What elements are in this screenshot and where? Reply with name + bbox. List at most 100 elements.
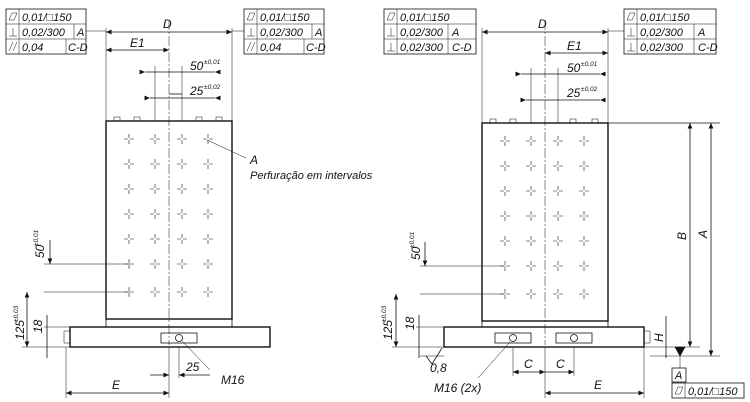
right-hole-grid bbox=[500, 136, 589, 299]
drill-hole-mark bbox=[526, 289, 536, 299]
right-datum-box: A bbox=[671, 367, 687, 383]
drill-hole-mark bbox=[203, 184, 213, 194]
left-dim-D: D bbox=[163, 17, 172, 31]
left-fcf-r2-tol: 0,02/300 bbox=[260, 27, 304, 39]
drill-hole-mark bbox=[150, 184, 160, 194]
right-tol-50: ±0,01 bbox=[581, 61, 598, 68]
left-top-slots bbox=[113, 116, 223, 122]
right-dim-125: 125 bbox=[381, 320, 395, 340]
right-fcf-r2-tol: 0,02/300 bbox=[640, 27, 684, 39]
drill-hole-mark bbox=[203, 234, 213, 244]
drill-hole-mark bbox=[553, 161, 563, 171]
drill-hole-mark bbox=[124, 134, 134, 144]
drill-hole-mark bbox=[579, 261, 589, 271]
left-tol-50-vert: ±0,01 bbox=[33, 229, 40, 246]
drill-hole-mark bbox=[500, 136, 510, 146]
perpendicularity-icon bbox=[627, 28, 635, 37]
perpendicularity-icon bbox=[247, 28, 255, 37]
right-fcf2-tol: 0,02/300 bbox=[400, 27, 444, 39]
right-dim-25: 25 bbox=[566, 86, 581, 100]
drill-hole-mark bbox=[553, 289, 563, 299]
left-dim-50-vert: 50 bbox=[33, 244, 47, 258]
flatness-icon bbox=[674, 386, 684, 395]
right-m16-hole-1 bbox=[509, 334, 517, 342]
left-base-slot bbox=[160, 332, 198, 344]
right-dim-C1: C bbox=[524, 357, 533, 371]
parallelism-icon bbox=[246, 41, 256, 52]
drill-hole-mark bbox=[203, 134, 213, 144]
perpendicularity-icon bbox=[9, 28, 17, 37]
right-fcf2-datum: A bbox=[451, 27, 459, 39]
right-fcf-r1-tol: 0,01/□150 bbox=[640, 12, 690, 24]
right-dim-50-vert: 50 bbox=[409, 246, 423, 260]
drill-hole-mark bbox=[177, 134, 187, 144]
right-fcf1-tol: 0,01/□150 bbox=[400, 12, 450, 24]
left-dim-125: 125 bbox=[13, 320, 27, 340]
perpendicularity-icon bbox=[387, 43, 395, 52]
drill-hole-mark bbox=[124, 209, 134, 219]
right-dim-B: B bbox=[675, 232, 689, 240]
right-fcf-r3-datum: C-D bbox=[698, 42, 718, 54]
left-fcf-r2-datum: A bbox=[314, 27, 322, 39]
left-dim-25: 25 bbox=[189, 84, 204, 98]
left-callout-A: A bbox=[249, 153, 258, 167]
left-fcf2-tol: 0,02/300 bbox=[22, 27, 66, 39]
flatness-icon bbox=[626, 12, 636, 21]
right-m16-hole-2 bbox=[570, 334, 578, 342]
drill-hole-mark bbox=[526, 136, 536, 146]
left-fcf-r3-tol: 0,04 bbox=[260, 42, 281, 54]
drill-hole-mark bbox=[203, 287, 213, 297]
drill-hole-mark bbox=[177, 209, 187, 219]
right-dim-E: E bbox=[594, 378, 603, 392]
drill-hole-mark bbox=[553, 211, 563, 221]
flatness-icon bbox=[8, 12, 18, 21]
drill-hole-mark bbox=[579, 161, 589, 171]
drill-hole-mark bbox=[553, 261, 563, 271]
datum-triangle-icon bbox=[674, 346, 686, 357]
left-view: D E1 50 ±0,01 25 ±0,02 A Perfuração em i… bbox=[5, 8, 373, 398]
left-fcf1-tol: 0,01/□150 bbox=[22, 12, 72, 24]
drill-hole-mark bbox=[579, 186, 589, 196]
drill-hole-mark bbox=[177, 234, 187, 244]
right-dim-A: A bbox=[696, 230, 710, 239]
drill-hole-mark bbox=[177, 287, 187, 297]
roughness-icon bbox=[425, 347, 443, 365]
drill-hole-mark bbox=[124, 234, 134, 244]
right-view: D E1 50 ±0,01 25 ±0,02 B A H 50 ±0,01 bbox=[381, 8, 745, 399]
flatness-icon bbox=[246, 12, 256, 21]
drill-hole-mark bbox=[177, 259, 187, 269]
right-top-slots bbox=[489, 118, 599, 124]
drill-hole-mark bbox=[553, 136, 563, 146]
drill-hole-mark bbox=[150, 259, 160, 269]
right-fcf-r3-tol: 0,02/300 bbox=[640, 42, 684, 54]
drill-hole-mark bbox=[150, 134, 160, 144]
right-dim-D: D bbox=[538, 17, 547, 31]
drill-hole-mark bbox=[526, 211, 536, 221]
left-dim-25-bottom: 25 bbox=[185, 360, 200, 374]
flatness-icon bbox=[386, 12, 396, 21]
left-tol-25: ±0,02 bbox=[204, 84, 221, 91]
right-fcf-r2-datum: A bbox=[697, 27, 705, 39]
right-roughness: 0,8 bbox=[430, 361, 447, 375]
left-fcf3-tol: 0,04 bbox=[22, 42, 43, 54]
perpendicularity-icon bbox=[627, 43, 635, 52]
perpendicularity-icon bbox=[387, 28, 395, 37]
left-dim-18: 18 bbox=[31, 319, 45, 333]
right-base-slot-2 bbox=[555, 332, 593, 344]
drill-hole-mark bbox=[553, 236, 563, 246]
right-fcf3-datum: C-D bbox=[452, 42, 472, 54]
parallelism-icon bbox=[8, 41, 18, 52]
right-dim-18: 18 bbox=[403, 316, 417, 330]
left-fcf-r1-tol: 0,01/□150 bbox=[260, 12, 310, 24]
right-fcf3-tol: 0,02/300 bbox=[400, 42, 444, 54]
right-tol-50-vert: ±0,01 bbox=[409, 231, 416, 248]
left-thread-label: M16 bbox=[221, 373, 245, 387]
drill-hole-mark bbox=[203, 209, 213, 219]
right-dim-50: 50 bbox=[567, 61, 581, 75]
drill-hole-mark bbox=[150, 209, 160, 219]
drill-hole-mark bbox=[579, 289, 589, 299]
left-fcf2-datum: A bbox=[76, 27, 84, 39]
right-dim-H: H bbox=[652, 333, 666, 342]
drill-hole-mark bbox=[150, 287, 160, 297]
drill-hole-mark bbox=[500, 236, 510, 246]
